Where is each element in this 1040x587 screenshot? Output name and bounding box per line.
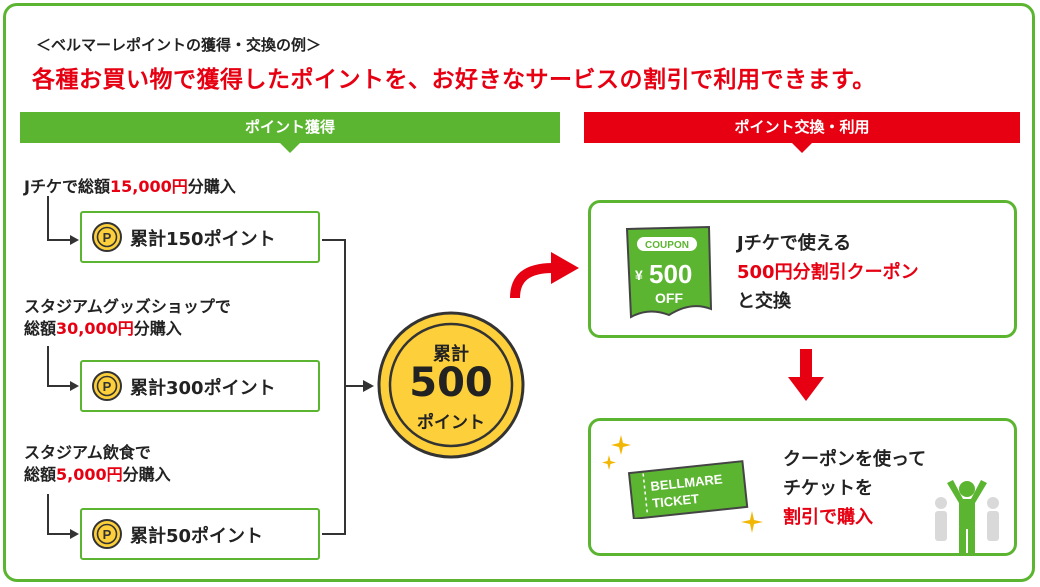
exchange-box: COUPON ¥ 500 OFF Jチケで使える 500円分割引クーポン と交換 — [588, 200, 1017, 338]
sparkle-icon — [602, 435, 631, 470]
total-label-top: 累計 — [433, 344, 469, 365]
arrow-right-icon — [363, 380, 374, 392]
svg-text:COUPON: COUPON — [645, 240, 689, 251]
earn-points-box-2: P 累計300ポイント — [80, 360, 320, 412]
use-text: クーポンを使って チケットを 割引で購入 — [783, 449, 927, 528]
total-value: 500 — [409, 360, 493, 406]
earn-points-label: 累計300ポイント — [130, 378, 276, 399]
total-label-bottom: ポイント — [417, 413, 485, 433]
sparkle-icon — [741, 511, 763, 533]
coin-p-icon: P — [92, 222, 122, 252]
band-point-earn: ポイント獲得 — [20, 112, 560, 143]
band-exchange-pointer — [792, 143, 812, 153]
coin-p-icon: P — [92, 519, 122, 549]
headline: 各種お買い物で獲得したポイントを、お好きなサービスの割引で利用できます。 — [32, 67, 876, 93]
cheering-person-icon — [935, 480, 999, 553]
band-point-exchange: ポイント交換・利用 — [584, 112, 1020, 143]
earn-condition-3: スタジアム飲食で 総額5,000円分購入 — [24, 443, 171, 484]
svg-text:TICKET: TICKET — [652, 491, 700, 511]
curved-arrow-icon — [510, 252, 579, 299]
svg-text:500: 500 — [649, 259, 692, 289]
earn-condition-1: Jチケで総額15,000円分購入 — [24, 177, 236, 196]
subtitle: ＜ベルマーレポイントの獲得・交換の例＞ — [36, 36, 322, 54]
svg-text:OFF: OFF — [655, 290, 683, 306]
exchange-text: Jチケで使える 500円分割引クーポン と交換 — [737, 233, 919, 312]
earn-points-box-1: P 累計150ポイント — [80, 211, 320, 263]
svg-text:P: P — [103, 379, 112, 394]
earn-points-box-3: P 累計50ポイント — [80, 508, 320, 560]
coin-p-icon: P — [92, 371, 122, 401]
earn-points-label: 累計150ポイント — [130, 229, 276, 250]
coupon-icon: COUPON ¥ 500 OFF — [625, 225, 713, 319]
total-points-coin: 累計 500 ポイント — [376, 310, 526, 460]
earn-condition-2: スタジアムグッズショップで 総額30,000円分購入 — [24, 297, 231, 338]
svg-text:¥: ¥ — [635, 267, 643, 283]
use-box: BELLMARE TICKET クーポンを使って チケットを 割引で購入 — [588, 418, 1017, 556]
arrow-down-icon — [788, 349, 824, 401]
ticket-icon: BELLMARE TICKET — [627, 460, 749, 519]
svg-text:P: P — [103, 230, 112, 245]
svg-text:P: P — [103, 527, 112, 542]
coin-icon — [377, 311, 525, 459]
band-earn-pointer — [280, 143, 300, 153]
earn-points-label: 累計50ポイント — [130, 526, 264, 547]
